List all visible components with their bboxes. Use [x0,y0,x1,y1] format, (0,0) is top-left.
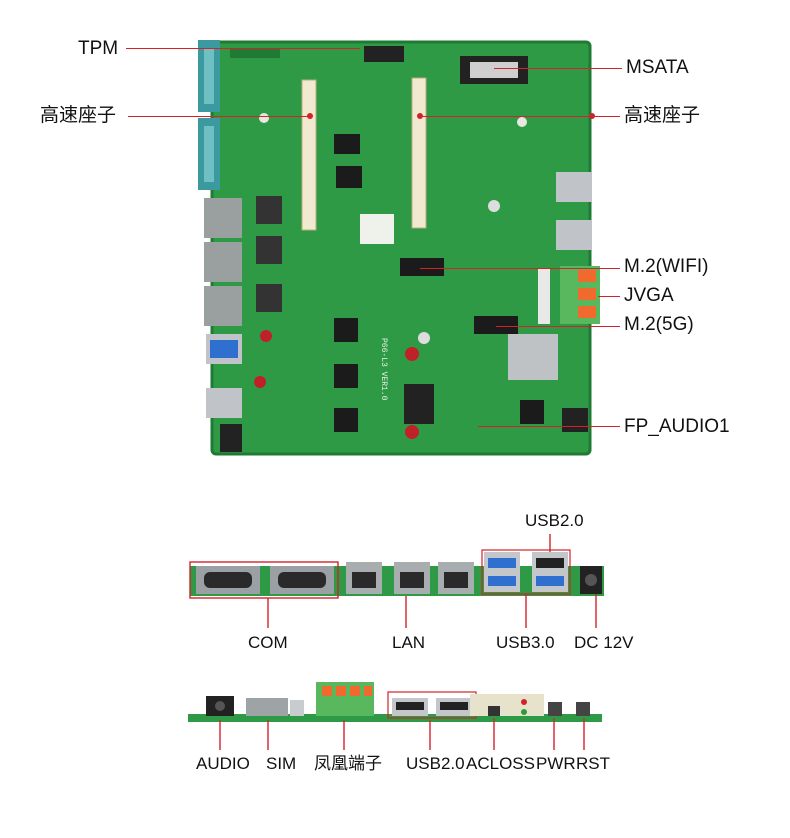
callout-m2-wifi: M.2(WIFI) [624,256,709,277]
callout-line-m2-5g [496,326,620,328]
lan-port-1 [204,198,242,238]
callout-line-fp-audio [478,426,620,428]
callout-line-hsc-right [420,116,620,118]
callout-line-hsc-left [128,116,310,118]
high-speed-connector-left [301,79,317,231]
rear-usb-stack-2 [532,552,568,592]
front-label-phoenix: 凤凰端子 [314,754,382,773]
callout-msata: MSATA [626,57,689,78]
m2-5g-slot [474,316,518,334]
front-acloss-switch [488,706,500,716]
front-label-pwr: PWR [536,754,576,773]
rear-lan-3 [438,562,474,594]
callout-line-jvga [598,296,620,298]
front-label-usb2: USB2.0 [406,754,465,773]
board-diagram: P66-L3 VER1.0 [198,40,600,456]
lan-port-3 [204,286,242,326]
callout-line-m2-wifi [420,268,620,270]
front-label-rst: RST [576,754,610,773]
rear-label-lan: LAN [392,633,426,652]
front-usb2-2 [436,698,472,716]
rear-label-com: COM [248,633,288,652]
usb-port-right-2 [556,220,592,250]
silkscreen-text: P66-L3 VER1.0 [379,338,388,401]
rear-usb3-stack-1 [484,552,520,592]
front-phoenix-connector [316,682,374,716]
rear-label-usb3: USB3.0 [496,633,555,652]
front-usb2-1 [392,698,428,716]
front-label-acloss: ACLOSS [466,754,535,773]
fp-audio-jack [562,408,588,432]
front-label-sim: SIM [266,754,297,773]
front-audio-jack [206,696,234,716]
rear-label-dc: DC 12V [574,633,634,652]
callout-m2-5g: M.2(5G) [624,314,694,335]
callout-tpm: TPM [78,38,119,59]
usb-port-left [206,388,242,418]
front-pwr-button [548,702,562,716]
callout-jvga: JVGA [624,285,674,306]
callout-hsc-left: 高速座子 [40,105,117,126]
lan-port-2 [204,242,242,282]
callout-line-tpm [126,48,360,50]
front-sim-slot [246,698,288,716]
rear-com-2 [270,566,334,594]
rear-label-usb2: USB2.0 [525,511,584,530]
callout-fp-audio: FP_AUDIO1 [624,416,730,437]
rear-lan-2 [394,562,430,594]
callout-hsc-right: 高速座子 [624,105,701,126]
m2-wifi-slot [400,258,444,276]
callout-line-msata [494,68,622,70]
rear-com-1 [196,566,260,594]
rear-lan-1 [346,562,382,594]
usb-port-right-1 [556,172,592,202]
high-speed-connector-right [411,77,427,229]
rear-dc-jack [580,566,602,594]
front-label-audio: AUDIO [196,754,250,773]
front-rst-button [576,702,590,716]
dc-jack-left [220,424,242,452]
